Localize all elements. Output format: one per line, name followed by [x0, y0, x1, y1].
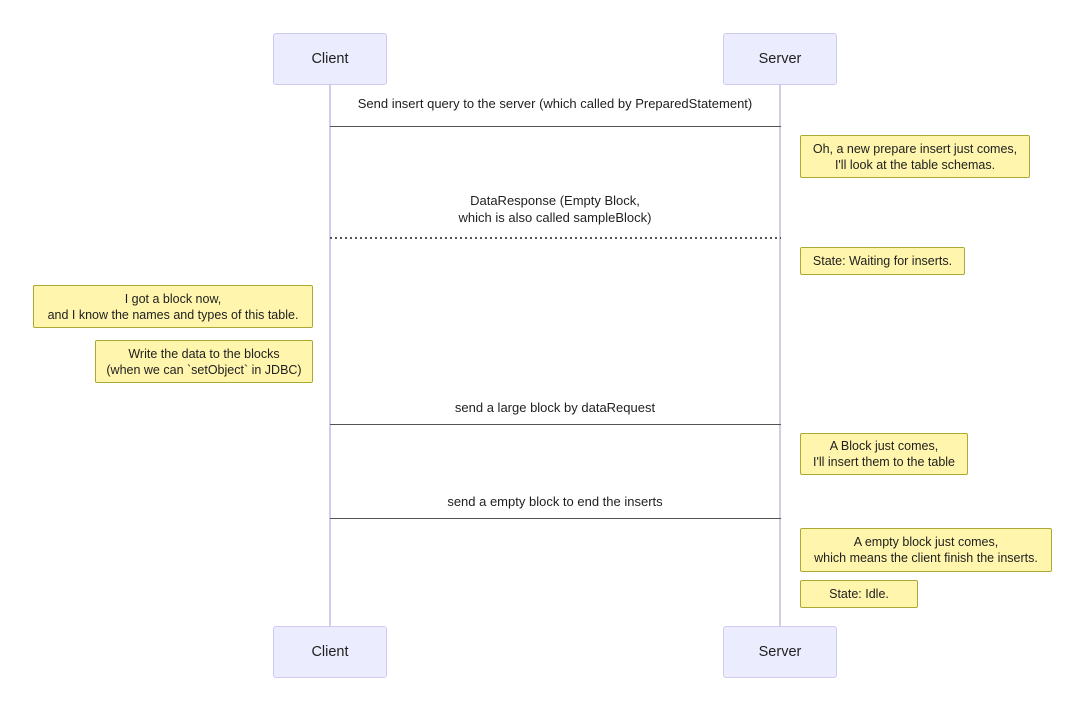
actor-server-label: Server: [758, 644, 802, 660]
message-large-block-text: send a large block by dataRequest: [454, 400, 656, 415]
note-state-idle: State: Idle.: [800, 580, 918, 608]
message-empty-block-line: [330, 518, 781, 519]
actor-client-label: Client: [311, 51, 349, 67]
client-lifeline: [329, 85, 331, 626]
note-write-data: Write the data to the blocks (when we ca…: [95, 340, 313, 383]
message-insert-query-line: [330, 126, 781, 127]
note-prepare-insert: Oh, a new prepare insert just comes, I'l…: [800, 135, 1030, 178]
actor-server-bottom: Server: [723, 626, 837, 678]
actor-client-bottom: Client: [273, 626, 387, 678]
actor-server-top: Server: [723, 33, 837, 85]
actor-client-top: Client: [273, 33, 387, 85]
message-dataresponse-line: [330, 237, 781, 239]
note-got-block: I got a block now, and I know the names …: [33, 285, 313, 328]
note-empty-block-comes: A empty block just comes, which means th…: [800, 528, 1052, 572]
actor-client-label: Client: [311, 644, 349, 660]
note-state-waiting: State: Waiting for inserts.: [800, 247, 965, 275]
message-dataresponse-text: DataResponse (Empty Block, which is also…: [458, 193, 652, 225]
message-empty-block-text: send a empty block to end the inserts: [447, 494, 663, 509]
message-insert-query-text: Send insert query to the server (which c…: [357, 96, 753, 111]
message-large-block-line: [330, 424, 781, 425]
actor-server-label: Server: [758, 51, 802, 67]
server-lifeline: [779, 85, 781, 626]
note-block-comes: A Block just comes, I'll insert them to …: [800, 433, 968, 475]
